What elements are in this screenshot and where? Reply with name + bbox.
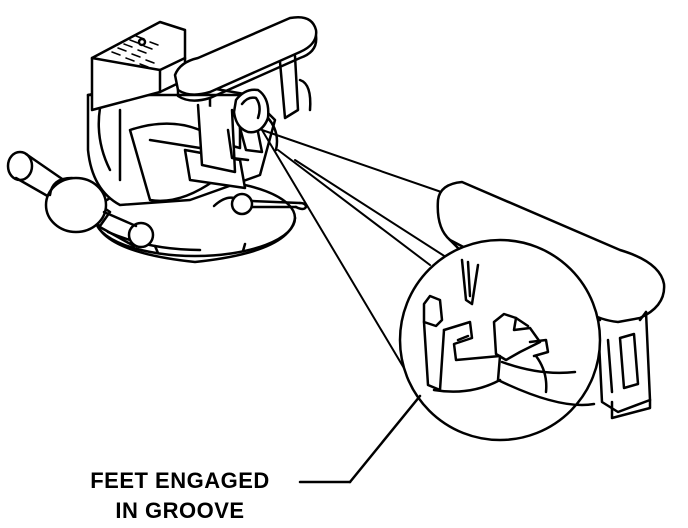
callout-line-2: IN GROOVE — [115, 498, 245, 523]
rear-jaw — [173, 16, 318, 174]
jaw-face-texture — [111, 35, 159, 68]
feet-in-groove-detail — [422, 258, 596, 407]
callout-line-1: FEET ENGAGED — [90, 468, 270, 493]
jaw-lock-mechanism — [226, 88, 279, 162]
label-leader — [298, 394, 422, 484]
magnified-detail — [398, 180, 666, 442]
callout-label: FEET ENGAGED IN GROOVE — [60, 466, 300, 526]
lock-handle — [212, 192, 308, 216]
bench-vise — [6, 16, 318, 264]
screw-handle — [6, 150, 155, 249]
front-jaw — [90, 20, 187, 112]
